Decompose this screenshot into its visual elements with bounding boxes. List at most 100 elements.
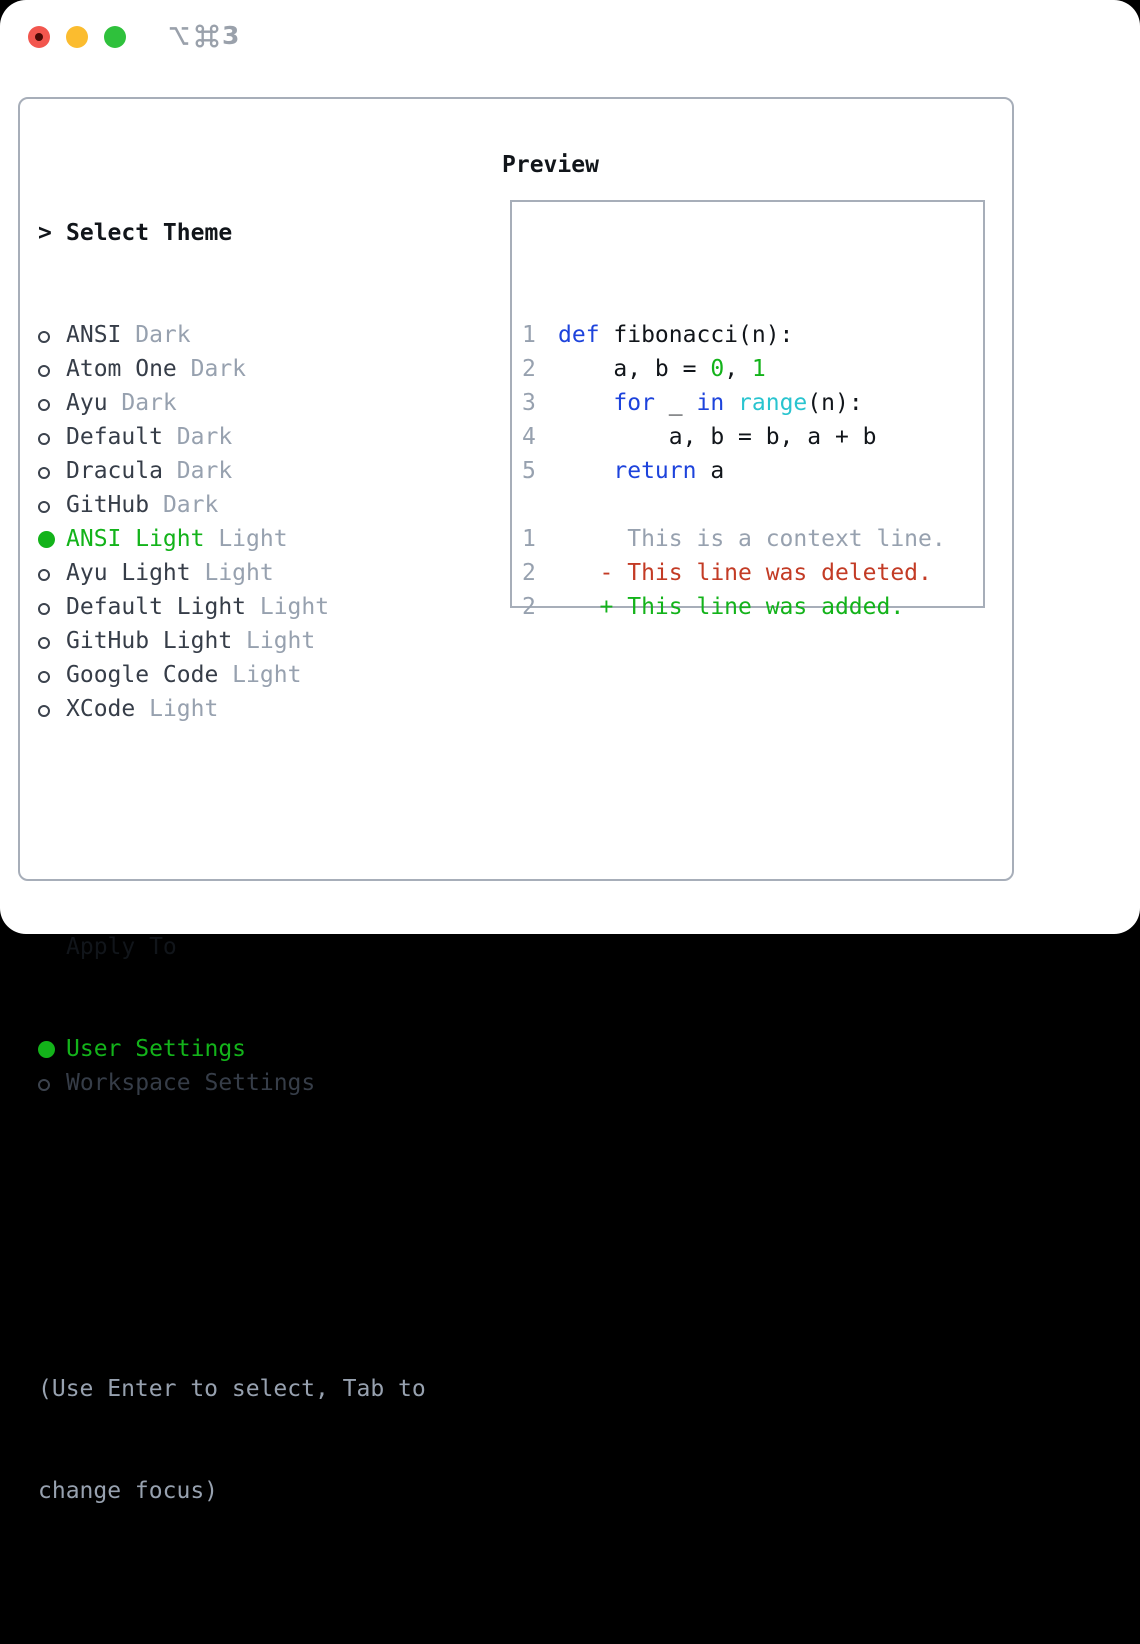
radio-unselected-icon bbox=[38, 399, 50, 411]
code-token: 0 bbox=[710, 356, 725, 382]
theme-name: GitHub Light bbox=[66, 628, 233, 654]
theme-item[interactable]: Google Code Light bbox=[38, 658, 426, 692]
theme-variant: Dark bbox=[107, 390, 177, 416]
radio-unselected-icon bbox=[38, 671, 50, 683]
window-title: 3 bbox=[166, 22, 239, 50]
apply-to-option[interactable]: Workspace Settings bbox=[38, 1066, 426, 1100]
code-line: 2 a, b = 0, 1 bbox=[522, 352, 983, 386]
help-line: change focus) bbox=[38, 1478, 219, 1504]
theme-item[interactable]: Dracula Dark bbox=[38, 454, 426, 488]
theme-variant: Dark bbox=[176, 356, 247, 382]
radio-selected-icon bbox=[38, 1041, 55, 1058]
theme-name: Ayu Light bbox=[66, 560, 191, 586]
radio-unselected-icon bbox=[38, 1079, 50, 1091]
code-token: a, b = b, a + b bbox=[558, 424, 877, 450]
code-token: range bbox=[738, 390, 808, 416]
code-token: , bbox=[724, 356, 752, 382]
code-line: 2 + This line was added. bbox=[522, 590, 983, 624]
apply-to-label: User Settings bbox=[66, 1036, 247, 1062]
radio-unselected-icon bbox=[38, 467, 50, 479]
code-token: 1 bbox=[751, 356, 766, 382]
window-title-number: 3 bbox=[222, 21, 240, 50]
theme-item[interactable]: ANSI Light Light bbox=[38, 522, 426, 556]
theme-item[interactable]: Ayu Light Light bbox=[38, 556, 426, 590]
line-number: 2 bbox=[522, 594, 536, 620]
theme-name: ANSI bbox=[66, 322, 122, 348]
theme-name: Ayu bbox=[66, 390, 108, 416]
theme-item[interactable]: ANSI Dark bbox=[38, 318, 426, 352]
theme-variant: Dark bbox=[162, 424, 233, 450]
radio-unselected-icon bbox=[38, 433, 50, 445]
code-line: 2 - This line was deleted. bbox=[522, 556, 983, 590]
code-token: return bbox=[613, 458, 697, 484]
code-line: 1 This is a context line. bbox=[522, 522, 983, 556]
apply-to-label: Workspace Settings bbox=[66, 1070, 316, 1096]
apply-to-header-row: Apply To bbox=[38, 930, 426, 964]
line-number: 1 bbox=[522, 322, 536, 348]
theme-item[interactable]: GitHub Dark bbox=[38, 488, 426, 522]
theme-variant: Dark bbox=[121, 322, 191, 348]
radio-unselected-icon bbox=[38, 365, 50, 377]
theme-item[interactable]: Atom One Dark bbox=[38, 352, 426, 386]
code-line: 5 return a bbox=[522, 454, 983, 488]
code-token: (n): bbox=[807, 390, 863, 416]
theme-variant: Light bbox=[218, 662, 302, 688]
line-number: 5 bbox=[522, 458, 536, 484]
code-line bbox=[522, 488, 983, 522]
radio-unselected-icon bbox=[38, 637, 50, 649]
code-token bbox=[724, 390, 738, 416]
theme-item[interactable]: Default Dark bbox=[38, 420, 426, 454]
preview-header: Preview bbox=[502, 152, 599, 178]
zoom-button[interactable] bbox=[104, 26, 126, 48]
theme-name: Atom One bbox=[66, 356, 177, 382]
code-token bbox=[558, 390, 613, 416]
theme-name: Default Light bbox=[66, 594, 247, 620]
radio-unselected-icon bbox=[38, 603, 50, 615]
apply-to-option[interactable]: User Settings bbox=[38, 1032, 426, 1066]
command-key-icon bbox=[195, 24, 219, 48]
theme-name: GitHub bbox=[66, 492, 150, 518]
code-token: - This line was deleted. bbox=[558, 560, 932, 586]
code-line: 4 a, b = b, a + b bbox=[522, 420, 983, 454]
code-line: 1 def fibonacci(n): bbox=[522, 318, 983, 352]
theme-variant: Light bbox=[135, 696, 219, 722]
code-token: This is a context line. bbox=[558, 526, 946, 552]
code-token: in bbox=[696, 390, 725, 416]
theme-item[interactable]: GitHub Light Light bbox=[38, 624, 426, 658]
theme-item[interactable]: Ayu Dark bbox=[38, 386, 426, 420]
theme-variant: Dark bbox=[149, 492, 219, 518]
theme-name: Default bbox=[66, 424, 163, 450]
code-token: def bbox=[558, 322, 600, 348]
code-token: for bbox=[613, 390, 655, 416]
help-text: (Use Enter to select, Tab to change focu… bbox=[38, 1304, 426, 1576]
line-number: 3 bbox=[522, 390, 536, 416]
code-line: 3 for _ in range(n): bbox=[522, 386, 983, 420]
theme-name: ANSI Light bbox=[66, 526, 205, 552]
code-token bbox=[558, 458, 613, 484]
theme-item[interactable]: XCode Light bbox=[38, 692, 426, 726]
help-line: (Use Enter to select, Tab to bbox=[38, 1376, 426, 1402]
close-dot-icon bbox=[35, 33, 43, 41]
code-token: + This line was added. bbox=[558, 594, 905, 620]
code-token: a bbox=[696, 458, 725, 484]
line-number: 4 bbox=[522, 424, 536, 450]
line-number: 1 bbox=[522, 526, 536, 552]
code-token: a, b = bbox=[558, 356, 711, 382]
minimize-button[interactable] bbox=[66, 26, 88, 48]
theme-item[interactable]: Default Light Light bbox=[38, 590, 426, 624]
radio-unselected-icon bbox=[38, 705, 50, 717]
theme-variant: Light bbox=[190, 560, 274, 586]
radio-unselected-icon bbox=[38, 331, 50, 343]
theme-variant: Dark bbox=[162, 458, 233, 484]
theme-name: XCode bbox=[66, 696, 136, 722]
theme-variant: Light bbox=[246, 594, 330, 620]
code-token: fibonacci(n): bbox=[599, 322, 794, 348]
close-button[interactable] bbox=[28, 26, 50, 48]
theme-variant: Light bbox=[232, 628, 316, 654]
